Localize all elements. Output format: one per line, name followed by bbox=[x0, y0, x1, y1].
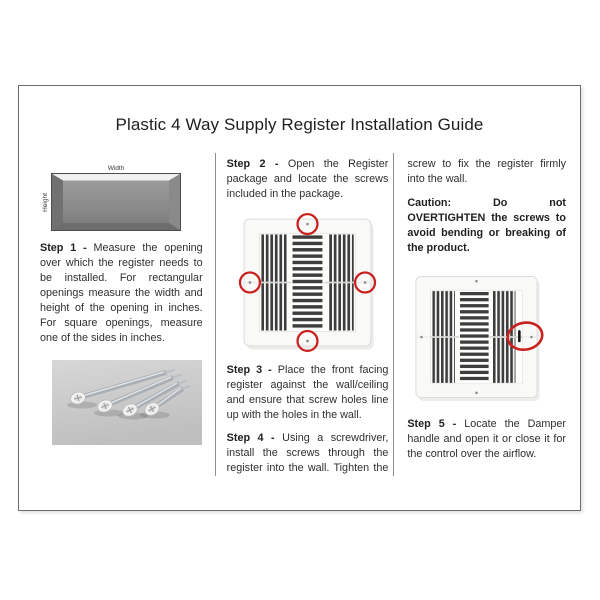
register-damper-photo bbox=[415, 275, 544, 402]
width-label: Width bbox=[107, 165, 125, 172]
opening-diagram bbox=[51, 173, 181, 231]
caution-text: Caution: Do not OVERTIGHTEN the screws t… bbox=[407, 197, 567, 254]
column-divider-left bbox=[214, 153, 216, 476]
step-3-label: Step 3 - bbox=[226, 364, 272, 376]
step-4-label: Step 4 - bbox=[226, 432, 275, 444]
vent-louvers bbox=[432, 291, 516, 383]
screw-3 bbox=[122, 380, 187, 417]
screw-hole-marker-left bbox=[238, 271, 261, 294]
step-3-text: Step 3 - Place the front facing register… bbox=[226, 364, 389, 421]
caution-label: Caution: bbox=[407, 197, 452, 209]
height-label: Height bbox=[42, 192, 50, 212]
step-4-text: Step 4 - Using a screwdriver, install th… bbox=[226, 432, 389, 474]
column-right: screw to fix the register firmly into th… bbox=[394, 153, 566, 476]
step-5-label: Step 5 - bbox=[407, 418, 457, 430]
register-screw-holes-figure bbox=[235, 208, 389, 357]
screw-hole-marker-top bbox=[296, 212, 319, 236]
column-left: Width Height bbox=[40, 153, 215, 476]
screw-2 bbox=[97, 374, 182, 413]
step-4-continuation-text: screw to fix the register firmly into th… bbox=[407, 158, 567, 185]
page-title: Plastic 4 Way Supply Register Installati… bbox=[115, 115, 484, 134]
screw-1 bbox=[70, 369, 175, 405]
step-1-label: Step 1 - bbox=[40, 242, 87, 254]
screws-photo bbox=[52, 360, 202, 445]
register-damper-figure bbox=[407, 266, 566, 408]
screw-hole-marker-bottom bbox=[296, 329, 319, 353]
columns: Width Height bbox=[40, 153, 566, 476]
register-screw-holes-photo bbox=[238, 212, 376, 353]
damper-handle bbox=[518, 330, 522, 343]
screw-holes bbox=[420, 279, 534, 395]
column-middle: Step 2 - Open the Register package and l… bbox=[216, 153, 394, 476]
screw-hole-markers bbox=[238, 212, 376, 353]
column-divider-right bbox=[393, 153, 395, 476]
vent-louvers bbox=[260, 234, 354, 331]
screws-photo-figure bbox=[52, 360, 203, 445]
screw-holes bbox=[248, 222, 367, 343]
step-2-label: Step 2 - bbox=[226, 158, 279, 170]
step-1-text: Step 1 - Measure the opening over which … bbox=[40, 242, 203, 344]
screw-hole-marker-right bbox=[353, 271, 376, 294]
opening-diagram-figure: Width Height bbox=[40, 165, 203, 231]
damper-handle-marker bbox=[506, 321, 544, 351]
step-2-text: Step 2 - Open the Register package and l… bbox=[226, 158, 389, 200]
step-5-text: Step 5 - Locate the Damper handle and op… bbox=[407, 418, 567, 460]
guide-sheet: Plastic 4 Way Supply Register Installati… bbox=[18, 85, 581, 511]
screw-4 bbox=[144, 385, 191, 416]
